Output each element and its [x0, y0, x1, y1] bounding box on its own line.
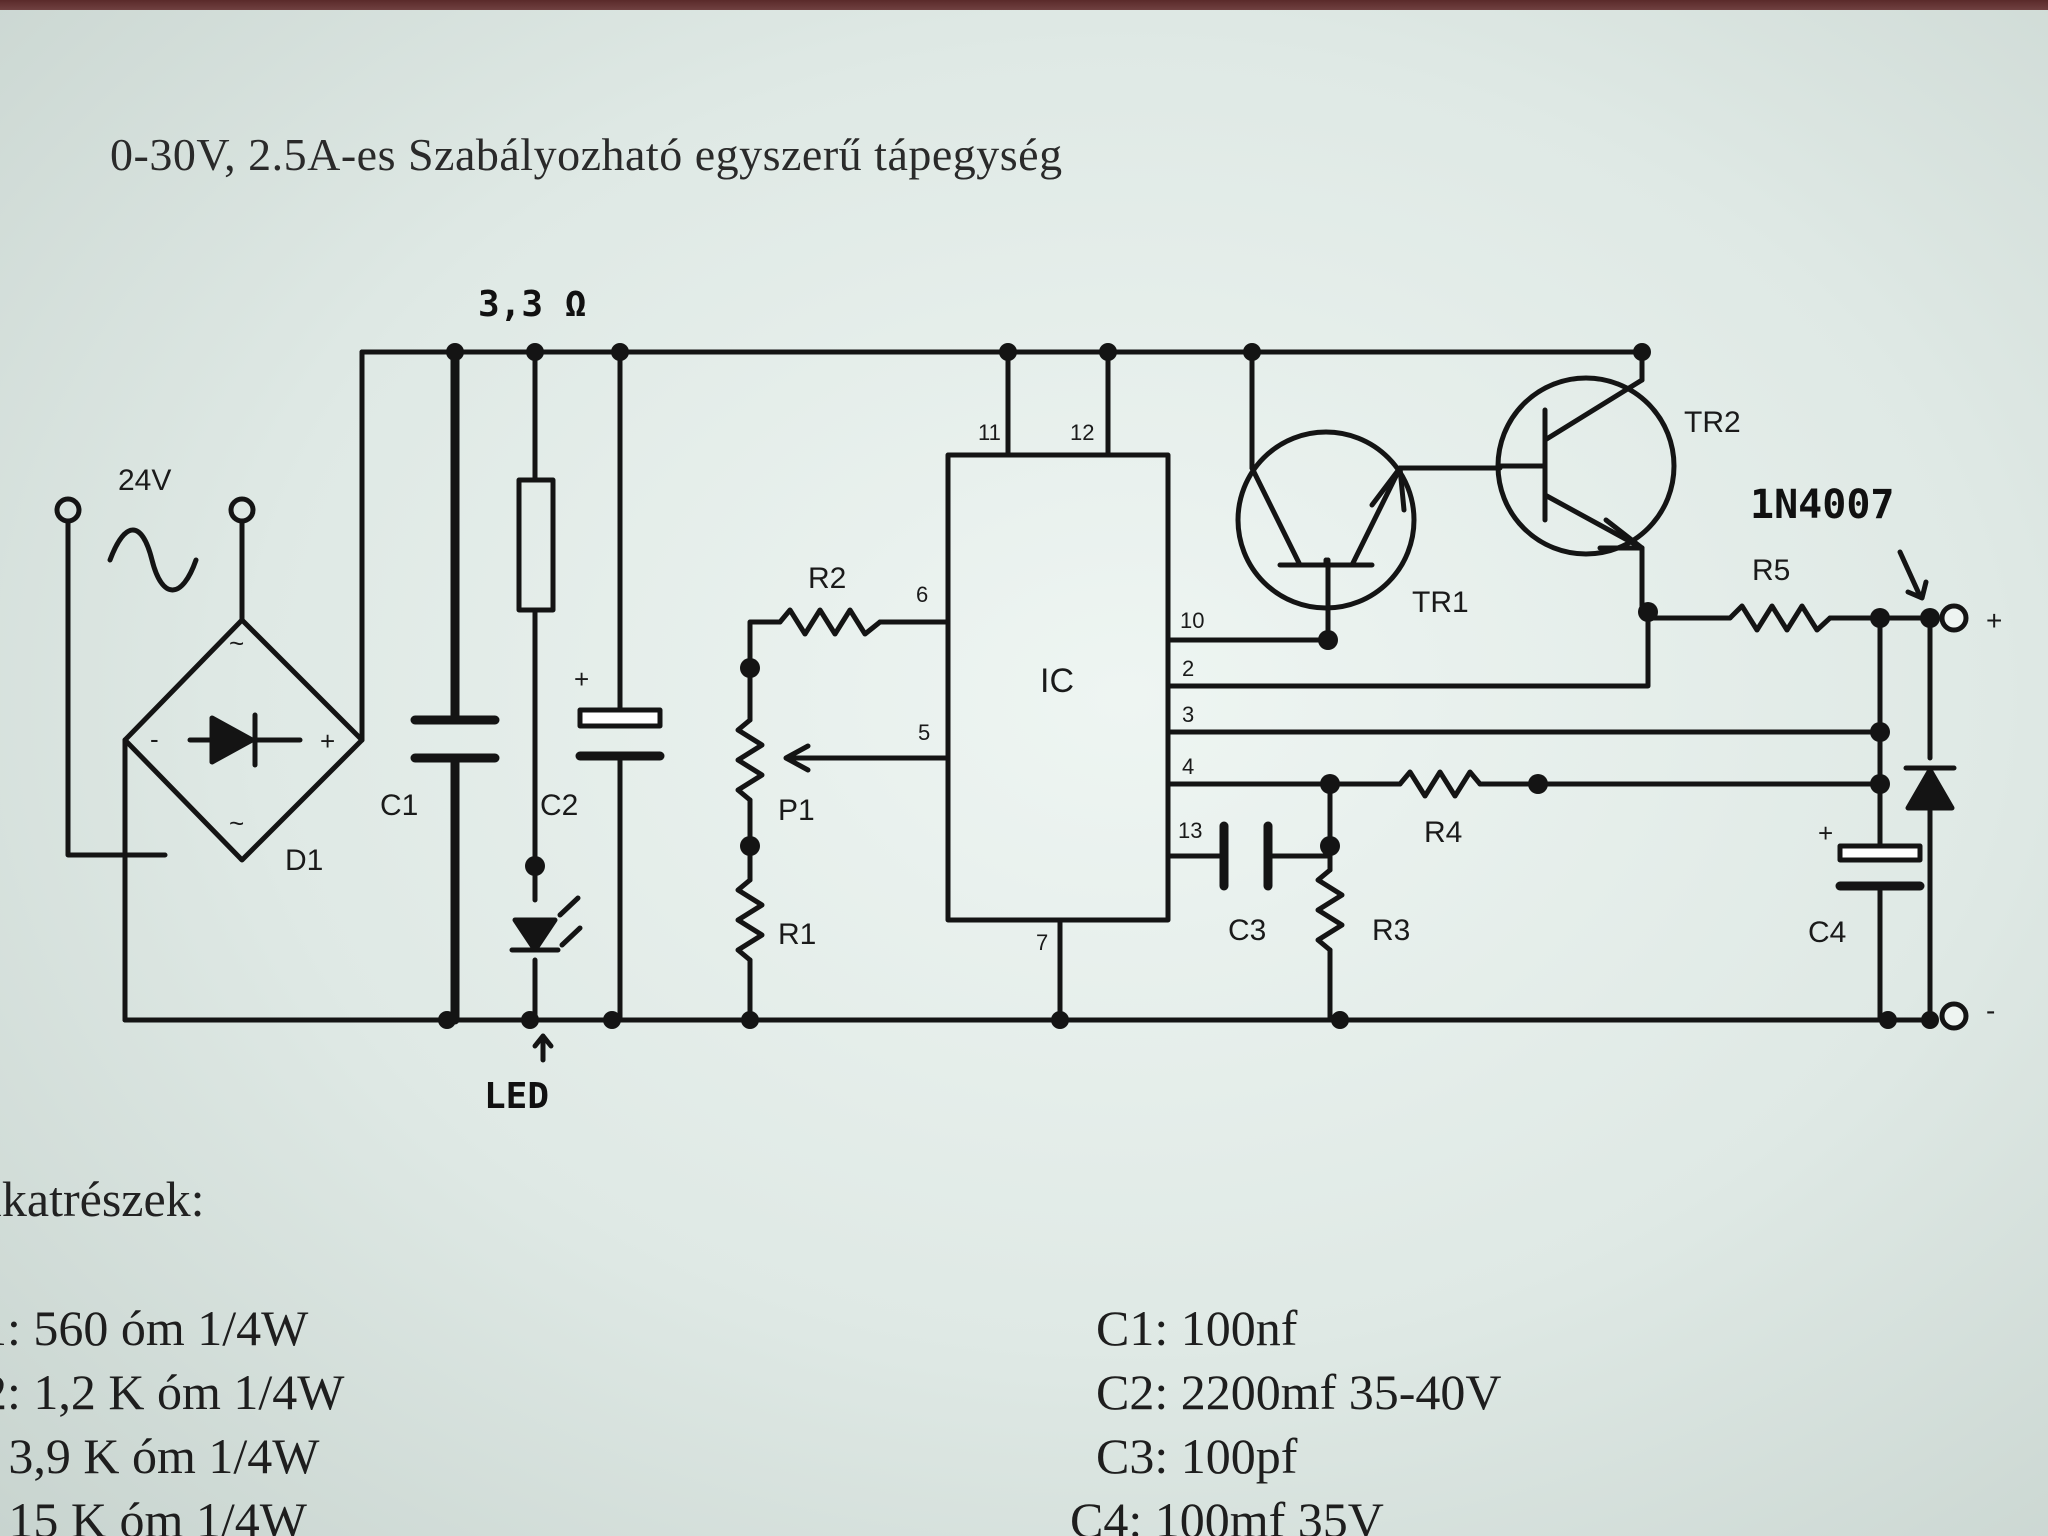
c4-label: C4 [1808, 916, 1846, 949]
page-title: 0-30V, 2.5A-es Szabályozható egyszerű tá… [110, 129, 1063, 180]
p1-label: P1 [778, 794, 815, 827]
c1-label: C1 [380, 789, 418, 822]
ic-pin10-label: 10 [1180, 608, 1204, 633]
r3-resistor [1315, 867, 1345, 953]
ic-pin2-wire [1165, 609, 1651, 689]
c4-plus-symbol: + [1818, 818, 1833, 848]
r1-label: R1 [778, 918, 816, 951]
tr2-emitter-arrow [1597, 517, 1645, 551]
ac-wire-left [65, 518, 168, 858]
list-item: C1: 100nf [1096, 1300, 1298, 1356]
r2-wire [747, 619, 951, 671]
bridge-ac1-symbol: ~ [229, 628, 244, 658]
ic-pin11-label: 11 [978, 420, 1001, 445]
paper-sheet [0, 10, 2048, 1536]
r1-resistor [735, 877, 765, 963]
ac-terminal-right [228, 496, 256, 524]
capacitor-list: C1: 100nf C2: 2200mf 35-40V C3: 100pf C4… [1070, 1296, 1502, 1536]
tr1-transistor [1235, 429, 1417, 611]
ic-pin4-label: 4 [1182, 754, 1194, 779]
r4-resistor [1397, 769, 1483, 799]
tr1-inner [1249, 465, 1403, 568]
r5-resistor [1727, 603, 1833, 633]
led-diode-icon [509, 917, 561, 953]
parts-heading: lkatrészek: [0, 1171, 205, 1227]
list-item: 2: 1,2 K óm 1/4W [0, 1364, 345, 1420]
ac-terminal-left [54, 496, 82, 524]
r3-label: R3 [1372, 914, 1410, 947]
ic-pin6-label: 6 [916, 582, 928, 607]
p1-wiper-arrow [783, 743, 951, 773]
junction-dots [438, 343, 1940, 1029]
ic-pin3-label: 3 [1182, 702, 1194, 727]
handwritten-resistor-value: 3,3 Ω [478, 284, 586, 325]
c1-capacitor [410, 347, 500, 1025]
c3-capacitor [1219, 821, 1273, 891]
ic-pin12-label: 12 [1070, 420, 1094, 445]
list-item: : 3,9 K óm 1/4W [0, 1428, 320, 1484]
ic-pin13-label: 13 [1178, 818, 1202, 843]
handwritten-diode-label: 1N4007 [1750, 482, 1895, 528]
bridge-plus-symbol: + [320, 726, 335, 756]
bridge-label: D1 [285, 844, 323, 877]
ac-sine-icon [107, 527, 199, 593]
bridge-diode-icon [209, 715, 255, 765]
output-minus-label: - [1986, 995, 1995, 1026]
resistor-3r3 [516, 477, 556, 613]
led-light-arrows [557, 895, 583, 948]
ic-label: IC [1040, 662, 1074, 700]
tr1-label: TR1 [1412, 586, 1469, 619]
c2-plus-symbol: + [574, 664, 589, 694]
ic-pin5-label: 5 [918, 720, 930, 745]
ic-pin7-label: 7 [1036, 930, 1048, 955]
output-plus-label: + [1986, 605, 2002, 636]
diode-pointer-arrow [1897, 549, 1929, 601]
r2-resistor [777, 607, 883, 637]
c2-label: C2 [540, 789, 578, 822]
c4-plate-plus [1837, 843, 1923, 863]
list-item: C2: 2200mf 35-40V [1096, 1364, 1502, 1420]
list-item: C3: 100pf [1096, 1428, 1298, 1484]
led-pointer-arrow [532, 1033, 554, 1063]
list-item: : 15 K óm 1/4W [0, 1492, 307, 1536]
p1-potentiometer [735, 717, 765, 803]
bridge-minus-symbol: - [150, 724, 159, 754]
tr2-inner [1497, 377, 1645, 551]
c3-label: C3 [1228, 914, 1266, 947]
bridge-ac2-symbol: ~ [229, 808, 244, 838]
resistor-list: 1: 560 óm 1/4W 2: 1,2 K óm 1/4W : 3,9 K … [0, 1296, 344, 1536]
c2-plate-plus [577, 707, 663, 729]
diode-1n4007-icon [1905, 767, 1955, 811]
output-terminal-minus [1939, 1001, 1969, 1031]
r4-label: R4 [1424, 816, 1462, 849]
handwritten-led-label: LED [484, 1076, 549, 1117]
tr2-label: TR2 [1684, 406, 1741, 439]
r5-label: R5 [1752, 554, 1790, 587]
list-item: C4: 100mf 35V [1070, 1492, 1384, 1536]
ic-pin2-label: 2 [1182, 656, 1194, 681]
r2-label: R2 [808, 562, 846, 595]
output-terminal-plus [1939, 603, 1969, 633]
source-voltage-label: 24V [118, 464, 171, 497]
list-item: 1: 560 óm 1/4W [0, 1300, 309, 1356]
bridge-rectifier [122, 617, 365, 863]
